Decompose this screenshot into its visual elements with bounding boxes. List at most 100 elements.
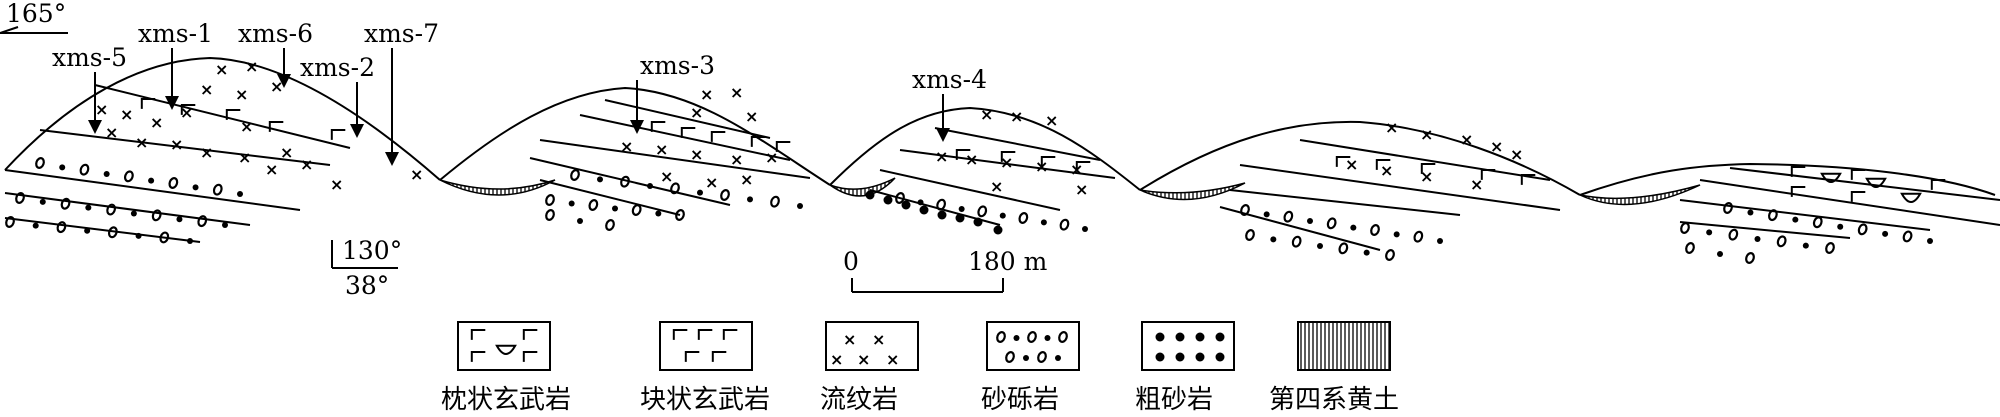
- svg-text:×: ×: [660, 167, 673, 186]
- legend-label-rhyolite: 流纹岩: [820, 385, 898, 415]
- svg-text:xms-3: xms-3: [640, 51, 715, 80]
- legend-label-block: 块状玄武岩: [640, 385, 770, 415]
- svg-text:×: ×: [245, 57, 258, 76]
- svg-text:×: ×: [740, 170, 753, 189]
- svg-text:×: ×: [200, 143, 213, 162]
- svg-text:xms-2: xms-2: [300, 53, 375, 82]
- dip-angle-label: 38°: [345, 271, 389, 300]
- scale-start-label: 0: [843, 247, 859, 276]
- svg-text:×: ×: [700, 85, 713, 104]
- svg-text:×: ×: [120, 105, 133, 124]
- svg-text:×: ×: [980, 105, 993, 124]
- svg-text:×: ×: [872, 330, 885, 349]
- svg-text:xms-4: xms-4: [912, 65, 987, 94]
- svg-text:×: ×: [965, 150, 978, 169]
- legend-item-pillow: 枕状玄武岩: [441, 321, 571, 415]
- svg-text:×: ×: [135, 133, 148, 152]
- svg-text:×: ×: [1420, 167, 1433, 186]
- svg-text:×: ×: [1345, 155, 1358, 174]
- legend-label-sandstone: 粗砂岩: [1135, 385, 1213, 415]
- svg-text:×: ×: [935, 147, 948, 166]
- svg-text:×: ×: [150, 113, 163, 132]
- svg-text:×: ×: [990, 177, 1003, 196]
- svg-text:×: ×: [180, 103, 193, 122]
- block-basalt-symbols: [140, 97, 1947, 203]
- svg-text:×: ×: [1490, 137, 1503, 156]
- svg-text:×: ×: [1420, 125, 1433, 144]
- hill-4: [1139, 120, 1581, 251]
- svg-text:×: ×: [730, 150, 743, 169]
- legend-item-rhyolite: 流纹岩 ×××××: [820, 321, 919, 415]
- svg-text:×: ×: [200, 80, 213, 99]
- svg-text:xms-7: xms-7: [364, 19, 439, 48]
- svg-text:×: ×: [765, 148, 778, 167]
- svg-text:×: ×: [857, 350, 870, 369]
- legend-label-pillow: 枕状玄武岩: [441, 385, 571, 415]
- svg-text:×: ×: [690, 145, 703, 164]
- legend-label-loess: 第四系黄土: [1269, 385, 1399, 415]
- svg-text:×: ×: [620, 137, 633, 156]
- svg-text:×: ×: [240, 117, 253, 136]
- legend-item-conglomerate: 砂砾岩: [981, 321, 1080, 415]
- svg-text:×: ×: [655, 140, 668, 159]
- sample-arrow-xms-5: xms-5: [52, 43, 127, 134]
- svg-text:×: ×: [410, 165, 423, 184]
- svg-text:×: ×: [1010, 107, 1023, 126]
- legend-item-loess: 第四系黄土: [1269, 321, 1399, 415]
- hill-1: [4, 56, 441, 243]
- svg-text:×: ×: [1470, 175, 1483, 194]
- legend-item-sandstone: 粗砂岩: [1135, 321, 1235, 415]
- svg-text:×: ×: [745, 107, 758, 126]
- legend: 枕状玄武岩 块状玄武岩 流纹岩 ××××× 砂砾岩 粗砂岩 第四系黄土: [441, 321, 1399, 415]
- svg-text:×: ×: [1045, 111, 1058, 130]
- svg-text:×: ×: [280, 143, 293, 162]
- svg-text:×: ×: [270, 77, 283, 96]
- sample-arrow-xms-6: xms-6: [238, 19, 313, 88]
- svg-text:xms-6: xms-6: [238, 19, 313, 48]
- svg-text:×: ×: [235, 85, 248, 104]
- scale-end-label: 180 m: [968, 247, 1048, 276]
- valley-loess: [439, 177, 1701, 206]
- hill-2: [439, 86, 831, 216]
- sample-arrow-xms-2: xms-2: [300, 53, 375, 138]
- svg-text:xms-1: xms-1: [138, 19, 213, 48]
- svg-text:×: ×: [1385, 118, 1398, 137]
- svg-text:×: ×: [330, 175, 343, 194]
- strike-indicator: 165°: [0, 0, 68, 34]
- svg-text:×: ×: [1460, 130, 1473, 149]
- scale-bar: 0 180 m: [843, 247, 1048, 293]
- hill-3: [829, 106, 1141, 226]
- svg-text:×: ×: [886, 350, 899, 369]
- svg-text:×: ×: [690, 103, 703, 122]
- svg-text:×: ×: [1000, 153, 1013, 172]
- svg-text:×: ×: [95, 100, 108, 119]
- sample-arrow-xms-1: xms-1: [138, 19, 213, 110]
- legend-label-conglomerate: 砂砾岩: [981, 385, 1059, 415]
- sample-arrow-xms-4: xms-4: [912, 65, 987, 142]
- strike-label: 165°: [6, 0, 66, 28]
- svg-text:×: ×: [1075, 180, 1088, 199]
- svg-text:xms-5: xms-5: [52, 43, 127, 72]
- svg-text:×: ×: [170, 135, 183, 154]
- rhyolite-symbols: ××××××××××××××××××××××××××××××××××××××××…: [95, 57, 1523, 199]
- svg-text:×: ×: [1380, 161, 1393, 180]
- conglomerate-symbols: [5, 157, 1933, 264]
- svg-text:×: ×: [1510, 145, 1523, 164]
- sandstone-symbols: [865, 190, 1003, 235]
- svg-text:×: ×: [843, 330, 856, 349]
- svg-text:×: ×: [730, 83, 743, 102]
- dip-indicator: 130° 38°: [331, 236, 402, 300]
- svg-text:×: ×: [705, 173, 718, 192]
- sample-arrows: xms-5 xms-1 xms-6 xms-2 xms-7 xms-3: [52, 19, 987, 166]
- svg-text:×: ×: [830, 350, 843, 369]
- svg-text:×: ×: [238, 148, 251, 167]
- dip-direction-label: 130°: [342, 236, 402, 265]
- legend-item-block: 块状玄武岩: [640, 321, 770, 415]
- sample-arrow-xms-3: xms-3: [630, 51, 715, 134]
- svg-text:×: ×: [105, 123, 118, 142]
- svg-text:×: ×: [300, 155, 313, 174]
- svg-text:×: ×: [215, 60, 228, 79]
- svg-text:×: ×: [265, 160, 278, 179]
